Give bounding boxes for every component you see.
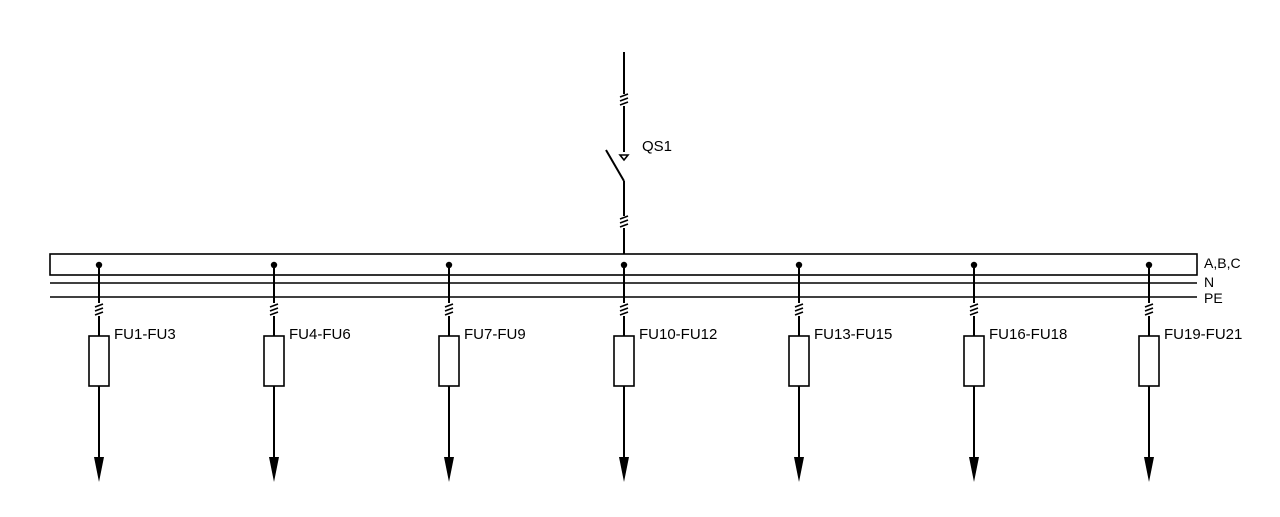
fuse-symbol [963,335,985,387]
phase-bus-label: A,B,C [1204,255,1241,271]
feeder-tick-mark [1144,303,1154,316]
feeder-arrow-icon [619,457,629,482]
neutral-bus-label: N [1204,274,1214,290]
feeder-branch: FU7-FU9 [438,261,526,482]
qs1-label: QS1 [642,138,672,155]
switch-output-tick-mark [619,215,629,228]
feeder-tick-mark [619,303,629,316]
fuse-symbol [613,335,635,387]
fuse-symbol [88,335,110,387]
feeder-branch: FU4-FU6 [263,261,351,482]
busbar-group: A,B,C N PE [49,253,1241,306]
fuse-symbol [263,335,285,387]
feeder-label: FU1-FU3 [114,326,176,343]
feeder-branch: FU1-FU3 [88,261,176,482]
feeder-arrow-icon [444,457,454,482]
feeder-arrow-icon [1144,457,1154,482]
pe-bus-label: PE [1204,290,1223,306]
feeder-arrow-icon [269,457,279,482]
fuse-symbol [1138,335,1160,387]
incoming-three-phase-tick-mark [619,93,629,106]
feeder-arrow-icon [94,457,104,482]
switch-contact-mark [618,154,630,162]
qs1-switch: QS1 [605,138,672,182]
incoming-feeder [618,52,630,162]
feeder-arrow-icon [794,457,804,482]
fuse-symbol [438,335,460,387]
feeder-label: FU19-FU21 [1164,326,1242,343]
feeder-tick-mark [94,303,104,316]
feeder-label: FU7-FU9 [464,326,526,343]
feeder-label: FU10-FU12 [639,326,717,343]
feeder-tick-mark [269,303,279,316]
feeder-branch: FU13-FU15 [788,261,892,482]
feeder-branch: FU19-FU21 [1138,261,1242,482]
feeder-label: FU4-FU6 [289,326,351,343]
feeder-tick-mark [444,303,454,316]
feeder-label: FU13-FU15 [814,326,892,343]
fuse-symbol [788,335,810,387]
feeder-label: FU16-FU18 [989,326,1067,343]
feeder-branch: FU10-FU12 [613,261,717,482]
feeder-branch: FU16-FU18 [963,261,1067,482]
feeder-tick-mark [794,303,804,316]
feeder-arrow-icon [969,457,979,482]
feeder-tick-mark [969,303,979,316]
